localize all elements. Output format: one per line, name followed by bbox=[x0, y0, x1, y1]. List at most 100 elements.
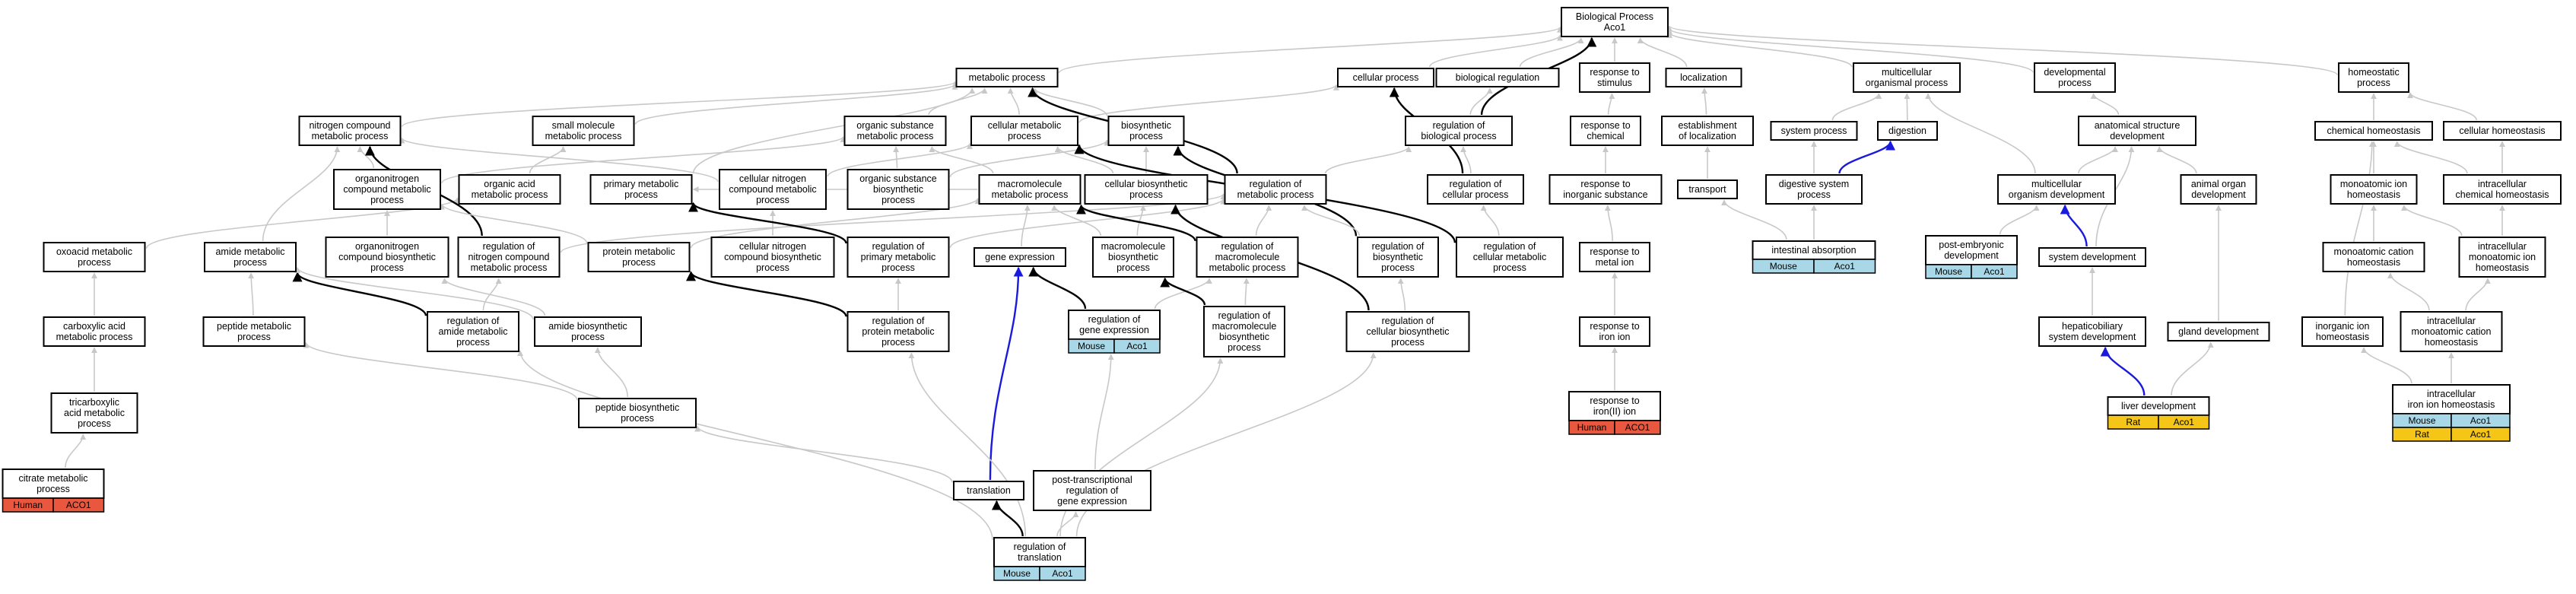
edge-intramonocat-to-monocat bbox=[2387, 272, 2430, 311]
edge-regtrans-to-regamide bbox=[517, 350, 993, 541]
edge-homeostatic-to-bp bbox=[1666, 25, 2338, 76]
node-label: macromolecule bbox=[1101, 241, 1166, 252]
go-term-node-cellhomeo[interactable]: cellular homeostasis bbox=[2443, 121, 2562, 141]
go-term-node-gland[interactable]: gland development bbox=[2167, 322, 2270, 341]
node-label: multicellular bbox=[2031, 179, 2082, 189]
species-tag-mouse: Aco1 bbox=[1971, 264, 2018, 279]
node-label: process bbox=[78, 418, 111, 429]
go-term-node-bioreg[interactable]: biological regulation bbox=[1435, 68, 1560, 87]
go-term-node-localization[interactable]: localization bbox=[1665, 68, 1742, 87]
go-term-node-digestion[interactable]: digestion bbox=[1877, 121, 1938, 141]
go-term-node-translation[interactable]: translation bbox=[953, 481, 1024, 500]
edge-intabs-to-transport bbox=[1721, 199, 1787, 240]
node-label: cellular homeostasis bbox=[2459, 125, 2545, 136]
node-label: organism development bbox=[2009, 189, 2105, 200]
go-term-node-chemhomeo[interactable]: chemical homeostasis bbox=[2314, 121, 2433, 141]
go-term-node-transport[interactable]: transport bbox=[1677, 179, 1738, 199]
go-term-node-geneexp[interactable]: gene expression bbox=[974, 247, 1066, 267]
go-term-node-regmacrobio[interactable]: regulation ofmacromoleculebiosyntheticpr… bbox=[1203, 306, 1285, 357]
node-label: metabolic process bbox=[56, 332, 133, 342]
node-box bbox=[2, 469, 105, 499]
node-box bbox=[710, 237, 835, 278]
node-label: carboxylic acid bbox=[63, 321, 125, 332]
go-term-node-cellular[interactable]: cellular process bbox=[1337, 68, 1434, 87]
go-term-node-sysproc[interactable]: system process bbox=[1770, 121, 1858, 141]
go-term-node-metabolic[interactable]: metabolic process bbox=[955, 68, 1059, 87]
species-tag-human: ACO1 bbox=[1614, 420, 1661, 435]
node-label: homeostasis bbox=[2347, 189, 2400, 200]
node-label: transport bbox=[1688, 184, 1726, 195]
species-tag-rat: Aco1 bbox=[2158, 415, 2210, 430]
node-label: translation bbox=[1018, 552, 1062, 563]
go-term-node-sysdev[interactable]: system development bbox=[2038, 247, 2146, 267]
species-tag-human: Human bbox=[2, 497, 54, 513]
edge-pepbio-to-peptide bbox=[303, 341, 578, 401]
edge-cellnit-to-ncomp bbox=[399, 137, 719, 183]
